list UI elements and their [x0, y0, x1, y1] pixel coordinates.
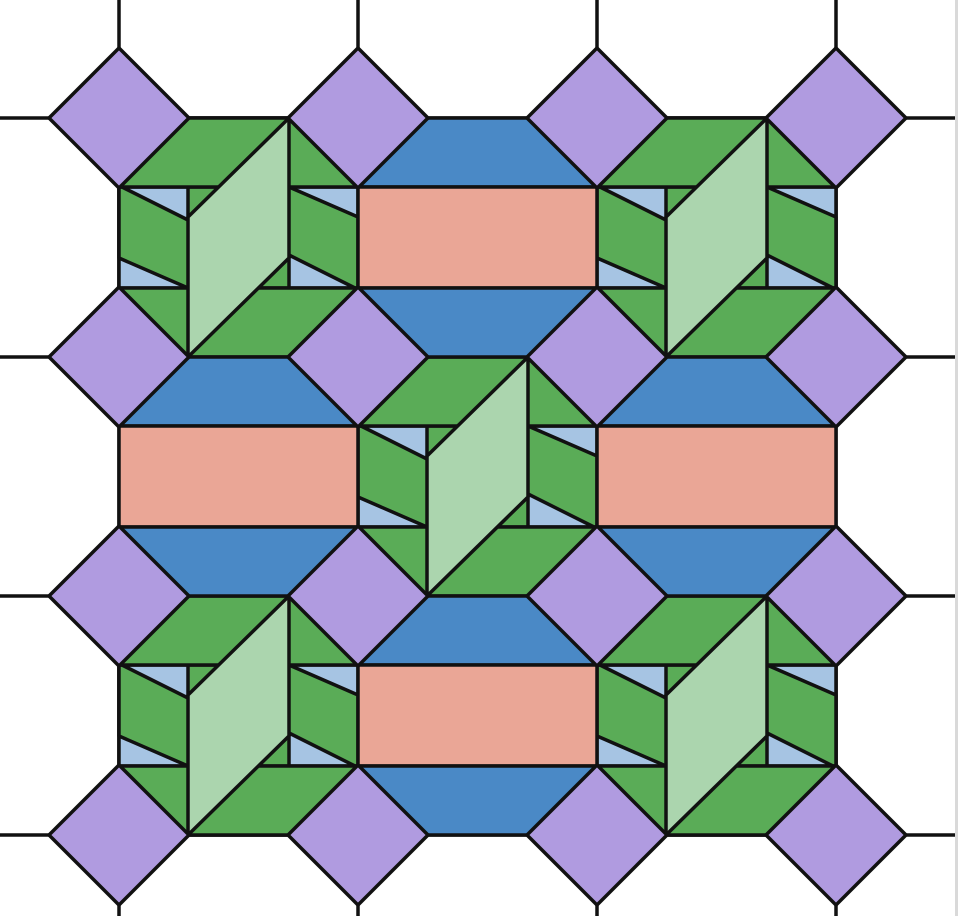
band-cell [356, 594, 599, 837]
lavender-diamond [47, 524, 191, 668]
band-center-rectangle [117, 424, 360, 529]
lavender-diamond [525, 763, 669, 907]
lavender-diamond [47, 763, 191, 907]
lavender-diamond [764, 285, 908, 429]
tiles-layer [47, 46, 908, 907]
lavender-diamond [286, 763, 430, 907]
cube-cell [117, 594, 360, 837]
lavender-diamond [764, 763, 908, 907]
lavender-diamond [286, 46, 430, 190]
band-center-rectangle [356, 663, 599, 768]
band-center-rectangle [595, 424, 838, 529]
cube-front-face [186, 116, 291, 359]
cube-front-face [664, 116, 769, 359]
lavender-diamond [47, 46, 191, 190]
lavender-diamond [525, 46, 669, 190]
cube-front-face [664, 594, 769, 837]
lavender-diamond [286, 285, 430, 429]
lavender-diamond [764, 46, 908, 190]
cube-cell [595, 116, 838, 359]
lavender-diamond [764, 524, 908, 668]
lavender-diamond [47, 285, 191, 429]
lavender-diamond [525, 285, 669, 429]
cube-front-face [186, 594, 291, 837]
lavender-diamond [286, 524, 430, 668]
band-cell [356, 116, 599, 359]
cube-front-face [425, 355, 530, 598]
band-center-rectangle [356, 185, 599, 290]
window-edge [955, 0, 958, 916]
lavender-diamond [525, 524, 669, 668]
